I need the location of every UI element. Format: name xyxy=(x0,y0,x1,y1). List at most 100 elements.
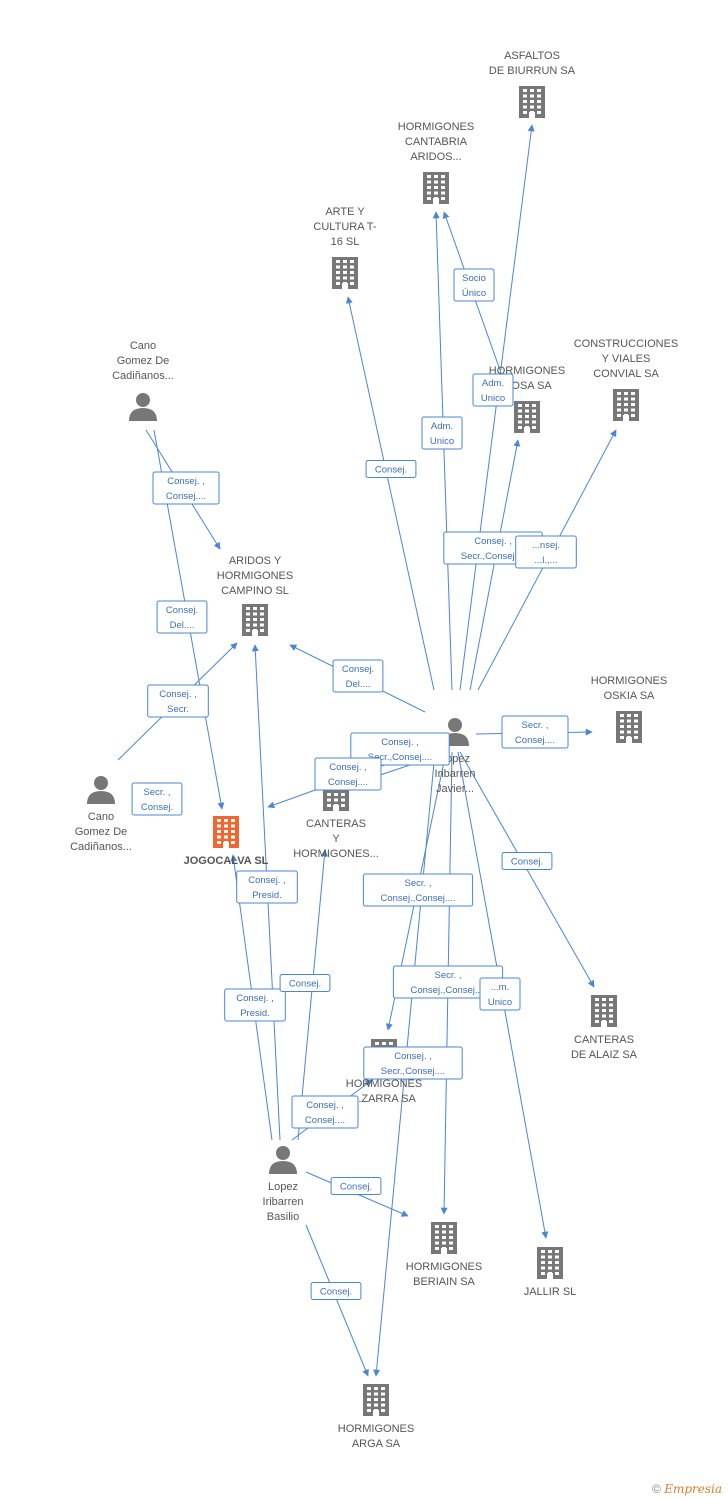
node-label: Gomez De xyxy=(75,826,128,838)
relation-label[interactable]: Consej. xyxy=(365,460,417,478)
node-label: CANTERAS xyxy=(306,818,366,830)
relation-label[interactable]: ...nsej....l.,... xyxy=(515,535,577,569)
building-icon xyxy=(519,86,545,118)
relation-label[interactable]: Secr. , Consej.... xyxy=(501,715,569,749)
edge-label-line: ...m. xyxy=(491,982,509,993)
edge-label-line: Consej. xyxy=(511,857,543,868)
node-label: CAMPINO SL xyxy=(221,585,289,597)
edge-label-line: Consej. , xyxy=(474,536,512,547)
node-label: HORMIGONES xyxy=(338,1423,414,1435)
edge-label-line: Consej. xyxy=(342,664,374,675)
edge-label-line: Consej. , xyxy=(236,993,274,1004)
person-icon xyxy=(129,393,157,421)
edge-label-line: Consej. xyxy=(340,1182,372,1193)
node-label: HORMIGONES xyxy=(591,675,667,687)
edge-label-line: Unico xyxy=(430,436,454,447)
edge-label-line: Consej. , xyxy=(329,762,367,773)
node-label: HORMIGONES xyxy=(398,121,474,133)
relation-label[interactable]: Consej. xyxy=(279,974,331,992)
company-node[interactable]: CANTERASYHORMIGONES... xyxy=(293,779,379,860)
edge-label-line: Consej.... xyxy=(515,735,555,746)
brand-name: Empresia xyxy=(664,1482,722,1496)
node-label: Iribarren xyxy=(263,1196,304,1208)
relation-label[interactable]: Consej. xyxy=(501,852,553,870)
edge-label-line: ...nsej. xyxy=(532,540,560,551)
edge-label-line: Consej. xyxy=(375,465,407,476)
node-label: Iribarren xyxy=(435,768,476,780)
node-label: HORMIGONES xyxy=(346,1078,422,1090)
relation-label[interactable]: Consej. ,Secr.,Consej.... xyxy=(363,1046,463,1080)
edge-label-line: Consej.... xyxy=(305,1115,345,1126)
node-label: HORMIGONES xyxy=(406,1261,482,1273)
company-node[interactable]: HORMIGONES OSKIA SA xyxy=(591,675,667,743)
edge-label-line: Consej. , xyxy=(159,689,197,700)
relation-edge xyxy=(469,439,521,691)
relation-label[interactable]: Adm.Unico xyxy=(472,373,514,407)
company-node[interactable]: HORMIGONESCANTABRIAARIDOS... xyxy=(398,121,474,204)
node-label: CONVIAL SA xyxy=(593,368,659,380)
relation-label[interactable]: Secr. ,Consej. xyxy=(131,782,183,816)
edge-label-line: Unico xyxy=(481,393,505,404)
edge-label-line: Secr. , xyxy=(522,720,549,731)
node-label: 16 SL xyxy=(331,236,360,248)
relation-label[interactable]: Consej. , Consej.... xyxy=(152,471,220,505)
edge-label-line: Secr. , xyxy=(405,878,432,889)
node-label: Cadiñanos... xyxy=(112,370,174,382)
company-node[interactable]: JOGOCALVA SL xyxy=(184,816,269,867)
edge-label-line: Consej.,Consej.... xyxy=(381,893,456,904)
node-label: ARIDOS... xyxy=(410,151,461,163)
building-icon xyxy=(613,389,639,421)
edge-label-line: Consej. , xyxy=(306,1100,344,1111)
relation-label[interactable]: Adm.Unico xyxy=(421,416,463,450)
edge-label-line: Consej.... xyxy=(328,777,368,788)
relation-label[interactable]: Consej. , Presid. xyxy=(236,870,298,904)
relation-label[interactable]: Consej. ,Secr.,Consej.... xyxy=(350,732,450,766)
node-label: Basilio xyxy=(267,1211,299,1223)
node-label: ...OSA SA xyxy=(502,380,552,392)
relation-label[interactable]: Consej. ,Secr. xyxy=(147,684,209,718)
relation-label[interactable]: ...m.Unico xyxy=(479,977,521,1011)
node-label: Javier... xyxy=(436,783,474,795)
relation-edge xyxy=(305,1224,369,1377)
company-node[interactable]: ARTE Y CULTURA T- 16 SL xyxy=(313,206,377,289)
relation-label[interactable]: Consej. , Consej.... xyxy=(314,757,382,791)
person-icon xyxy=(269,1146,297,1174)
node-label: HORMIGONES... xyxy=(293,848,379,860)
building-icon xyxy=(537,1247,563,1279)
relation-label[interactable]: Consej. ,Presid. xyxy=(224,988,286,1022)
relation-edge xyxy=(432,211,453,691)
node-label: CANTERAS xyxy=(574,1034,634,1046)
relation-label[interactable]: Consej. , Consej.... xyxy=(291,1095,359,1129)
edge-label-line: Consej.... xyxy=(166,491,206,502)
relation-label[interactable]: Consej.Del.... xyxy=(332,659,384,693)
relation-label[interactable]: Secr. , Consej.,Consej.... xyxy=(362,873,474,907)
node-label: Cano xyxy=(130,340,156,352)
relation-edge xyxy=(297,849,328,1141)
footer-brand[interactable]: © Empresia xyxy=(652,1482,722,1496)
relation-label[interactable]: Consej. xyxy=(310,1282,362,1300)
edge-label-line: Consej. , xyxy=(248,875,286,886)
edge-label-line: Consej. , xyxy=(167,476,205,487)
relation-label[interactable]: Secr. ,Consej.,Consej.... xyxy=(392,965,504,999)
copyright-symbol: © xyxy=(652,1482,661,1496)
relation-edge xyxy=(459,124,535,691)
node-label: HORMIGONES xyxy=(217,570,293,582)
edge-label-line: Presid. xyxy=(252,890,282,901)
company-node[interactable]: JALLIR SL xyxy=(524,1247,577,1298)
node-label: CULTURA T- xyxy=(313,221,376,233)
node-label: OSKIA SA xyxy=(604,690,655,702)
relation-label[interactable]: Consej. xyxy=(330,1177,382,1195)
node-label: ARTE Y xyxy=(325,206,365,218)
relation-label[interactable]: Consej.Del.... xyxy=(156,600,208,634)
